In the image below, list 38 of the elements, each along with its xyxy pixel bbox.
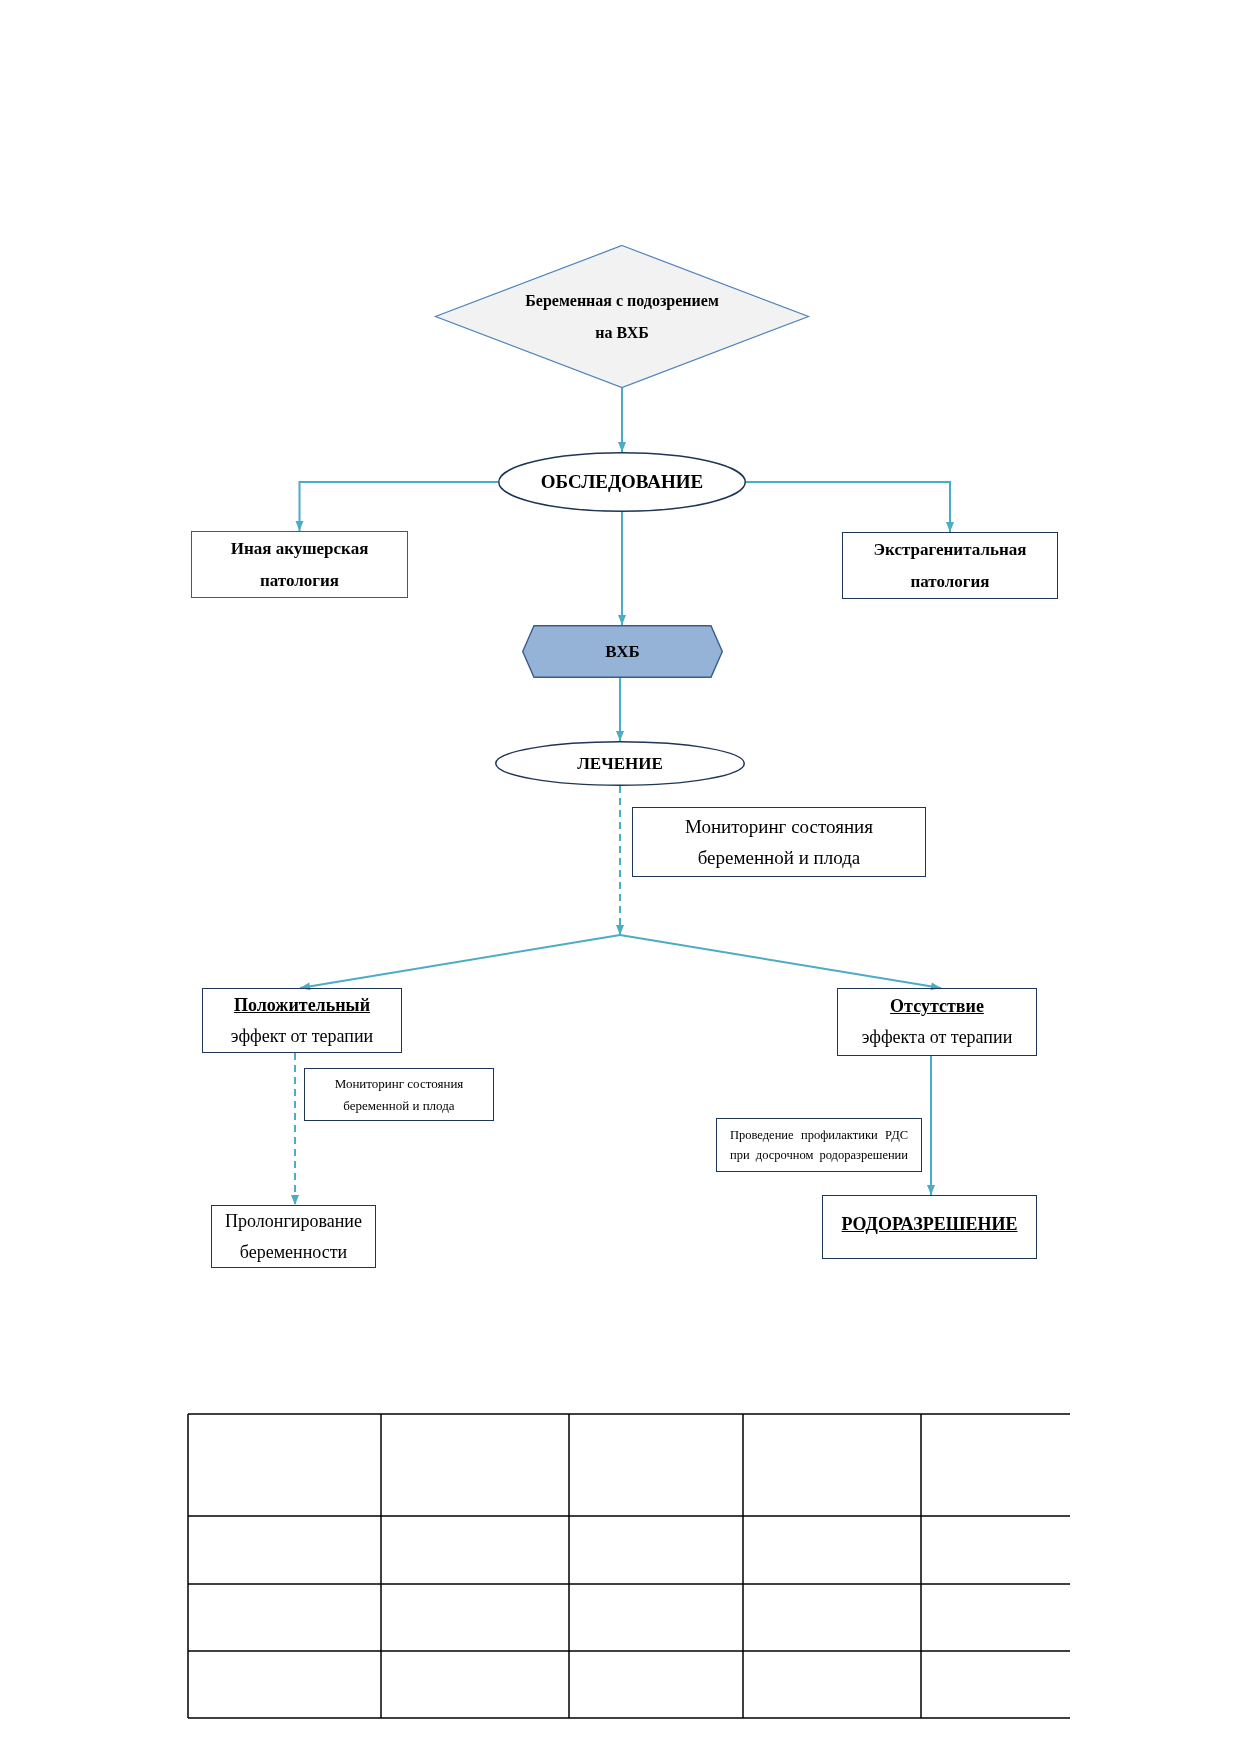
box-label: Иная акушерская патология [229,537,370,592]
box-label: Мониторинг состояния беременной и плода [683,815,874,870]
arrow [616,785,624,936]
decision-diamond [435,245,809,388]
arrow [618,387,626,453]
stage-ellipse [495,741,745,786]
arrow [745,481,954,533]
arrow [927,1055,935,1196]
arrow [616,677,624,742]
arrow [618,511,626,626]
process-box [822,1195,1037,1259]
arrow [299,934,621,991]
box-label: РОДОРАЗРЕШЕНИЕ [841,1213,1018,1236]
box-heading: Положительный [233,993,371,1017]
box-label: Проведение профилактики РДС при досрочном родоразрешении [730,1127,908,1164]
process-box [191,531,408,598]
arrow [291,1052,299,1206]
process-box [202,988,402,1053]
box-heading: Отсутствие [890,995,984,1018]
ellipse-label: ЛЕЧЕНИЕ [577,752,663,775]
box-label: Пролонгирование беременности [224,1209,363,1264]
process-box [632,807,926,877]
box-label: Экстрагенитальная патология [872,538,1028,593]
hexagon-label: ВХБ [605,640,640,663]
arrow [295,481,499,532]
ellipse-label: ОБСЛЕДОВАНИЕ [540,470,704,494]
process-box [716,1118,922,1172]
arrow [619,934,942,991]
preparation-hexagon [522,625,723,678]
diamond-label: Беременная с подозрением на ВХБ [524,290,720,343]
box-label: Мониторинг состояния беременной и плода [333,1074,465,1115]
box-label: эффекта от терапии [861,1026,1013,1049]
process-box [837,988,1037,1056]
process-box [842,532,1058,599]
stage-ellipse [498,452,746,512]
process-box [304,1068,494,1121]
box-label: эффект от терапии [230,1024,374,1048]
process-box [211,1205,376,1268]
